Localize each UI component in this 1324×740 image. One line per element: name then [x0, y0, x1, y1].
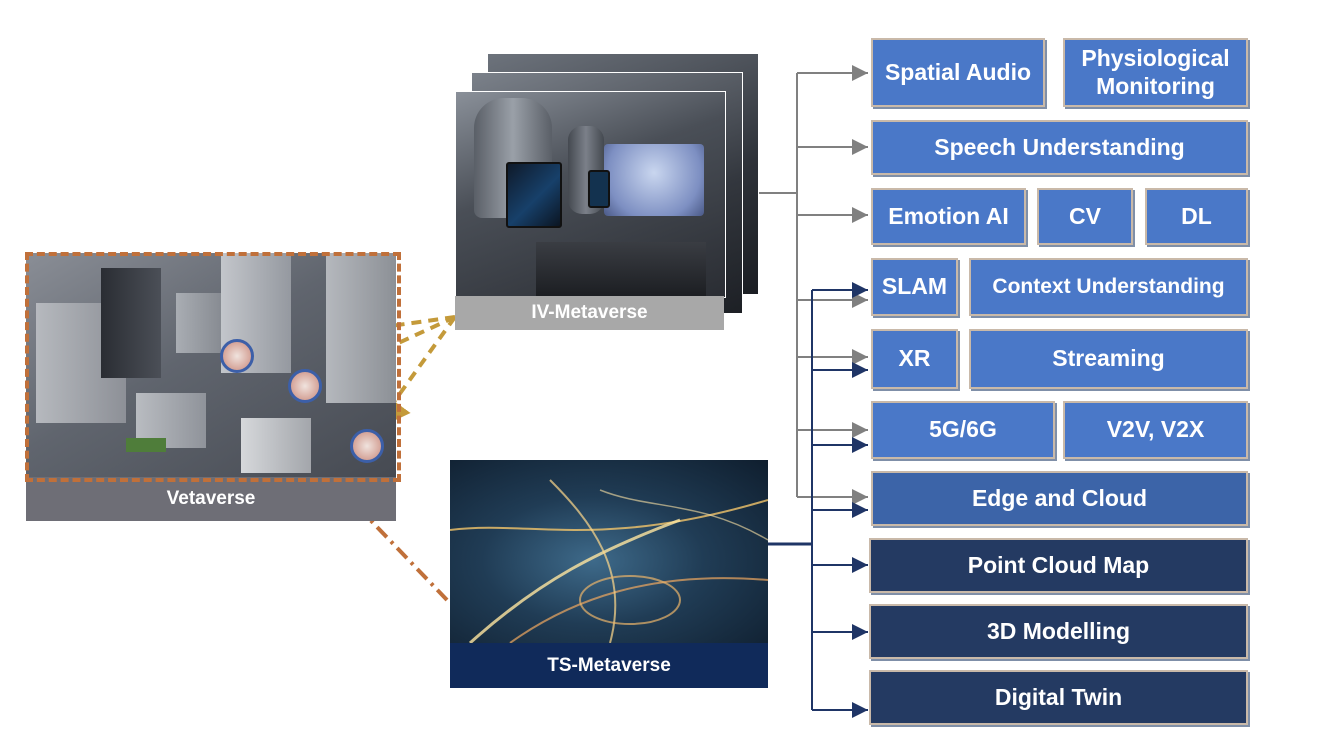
iv-metaverse-caption: IV-Metaverse — [455, 296, 724, 330]
vehicle-badge-2 — [288, 369, 322, 403]
box-5g-6g: 5G/6G — [871, 401, 1055, 459]
box-v2v-v2x: V2V, V2X — [1063, 401, 1248, 459]
highway-lights — [450, 479, 768, 643]
box-dl: DL — [1145, 188, 1248, 245]
box-spatial-audio-label: Spatial Audio — [884, 58, 1032, 85]
box-5g-6g-label: 5G/6G — [929, 416, 997, 443]
vetaverse-dashed-frame — [25, 252, 401, 482]
ts-highway-image — [450, 460, 768, 643]
vetaverse-caption: Vetaverse — [26, 477, 396, 521]
box-context-understanding-label: Context Understanding — [992, 275, 1225, 299]
box-cv-label: CV — [1069, 202, 1101, 229]
box-slam: SLAM — [871, 258, 958, 316]
box-speech-understanding-label: Speech Understanding — [934, 133, 1185, 160]
building-5 — [326, 253, 396, 403]
box-physiological-monitoring-label: Physiological Monitoring — [1081, 44, 1230, 99]
box-streaming-label: Streaming — [1052, 345, 1165, 372]
iv-connectors — [742, 65, 868, 505]
box-spatial-audio: Spatial Audio — [871, 38, 1045, 107]
vehicle-badge-1 — [220, 339, 254, 373]
box-digital-twin: Digital Twin — [869, 670, 1248, 725]
ts-connectors — [768, 282, 868, 718]
box-digital-twin-label: Digital Twin — [994, 683, 1123, 710]
car-floor — [536, 242, 706, 297]
building-7 — [241, 418, 311, 473]
box-3d-modelling-label: 3D Modelling — [986, 617, 1131, 644]
box-3d-modelling: 3D Modelling — [869, 604, 1248, 659]
box-v2v-v2x-label: V2V, V2X — [1106, 416, 1205, 443]
small-screen — [588, 170, 610, 208]
box-cv: CV — [1037, 188, 1133, 245]
box-emotion-ai-label: Emotion AI — [888, 202, 1009, 229]
box-context-understanding: Context Understanding — [969, 258, 1248, 316]
ts-metaverse-caption: TS-Metaverse — [450, 643, 768, 688]
box-physiological-monitoring: Physiological Monitoring — [1063, 38, 1248, 107]
box-xr-label: XR — [898, 345, 931, 372]
vetaverse-city-image — [26, 253, 396, 477]
box-edge-and-cloud: Edge and Cloud — [871, 471, 1248, 526]
box-speech-understanding: Speech Understanding — [871, 120, 1248, 175]
box-point-cloud-map-label: Point Cloud Map — [967, 551, 1150, 578]
car-window — [604, 144, 704, 216]
green-patch — [126, 438, 166, 452]
building-2 — [101, 268, 161, 378]
box-point-cloud-map: Point Cloud Map — [869, 538, 1248, 593]
box-xr: XR — [871, 329, 958, 389]
box-edge-and-cloud-label: Edge and Cloud — [971, 484, 1148, 511]
box-emotion-ai: Emotion AI — [871, 188, 1026, 245]
box-streaming: Streaming — [969, 329, 1248, 389]
iv-car-interior-image — [455, 91, 726, 298]
vehicle-badge-3 — [350, 429, 384, 463]
box-slam-label: SLAM — [881, 273, 948, 300]
rear-seat-screen — [506, 162, 562, 228]
box-dl-label: DL — [1181, 202, 1212, 229]
